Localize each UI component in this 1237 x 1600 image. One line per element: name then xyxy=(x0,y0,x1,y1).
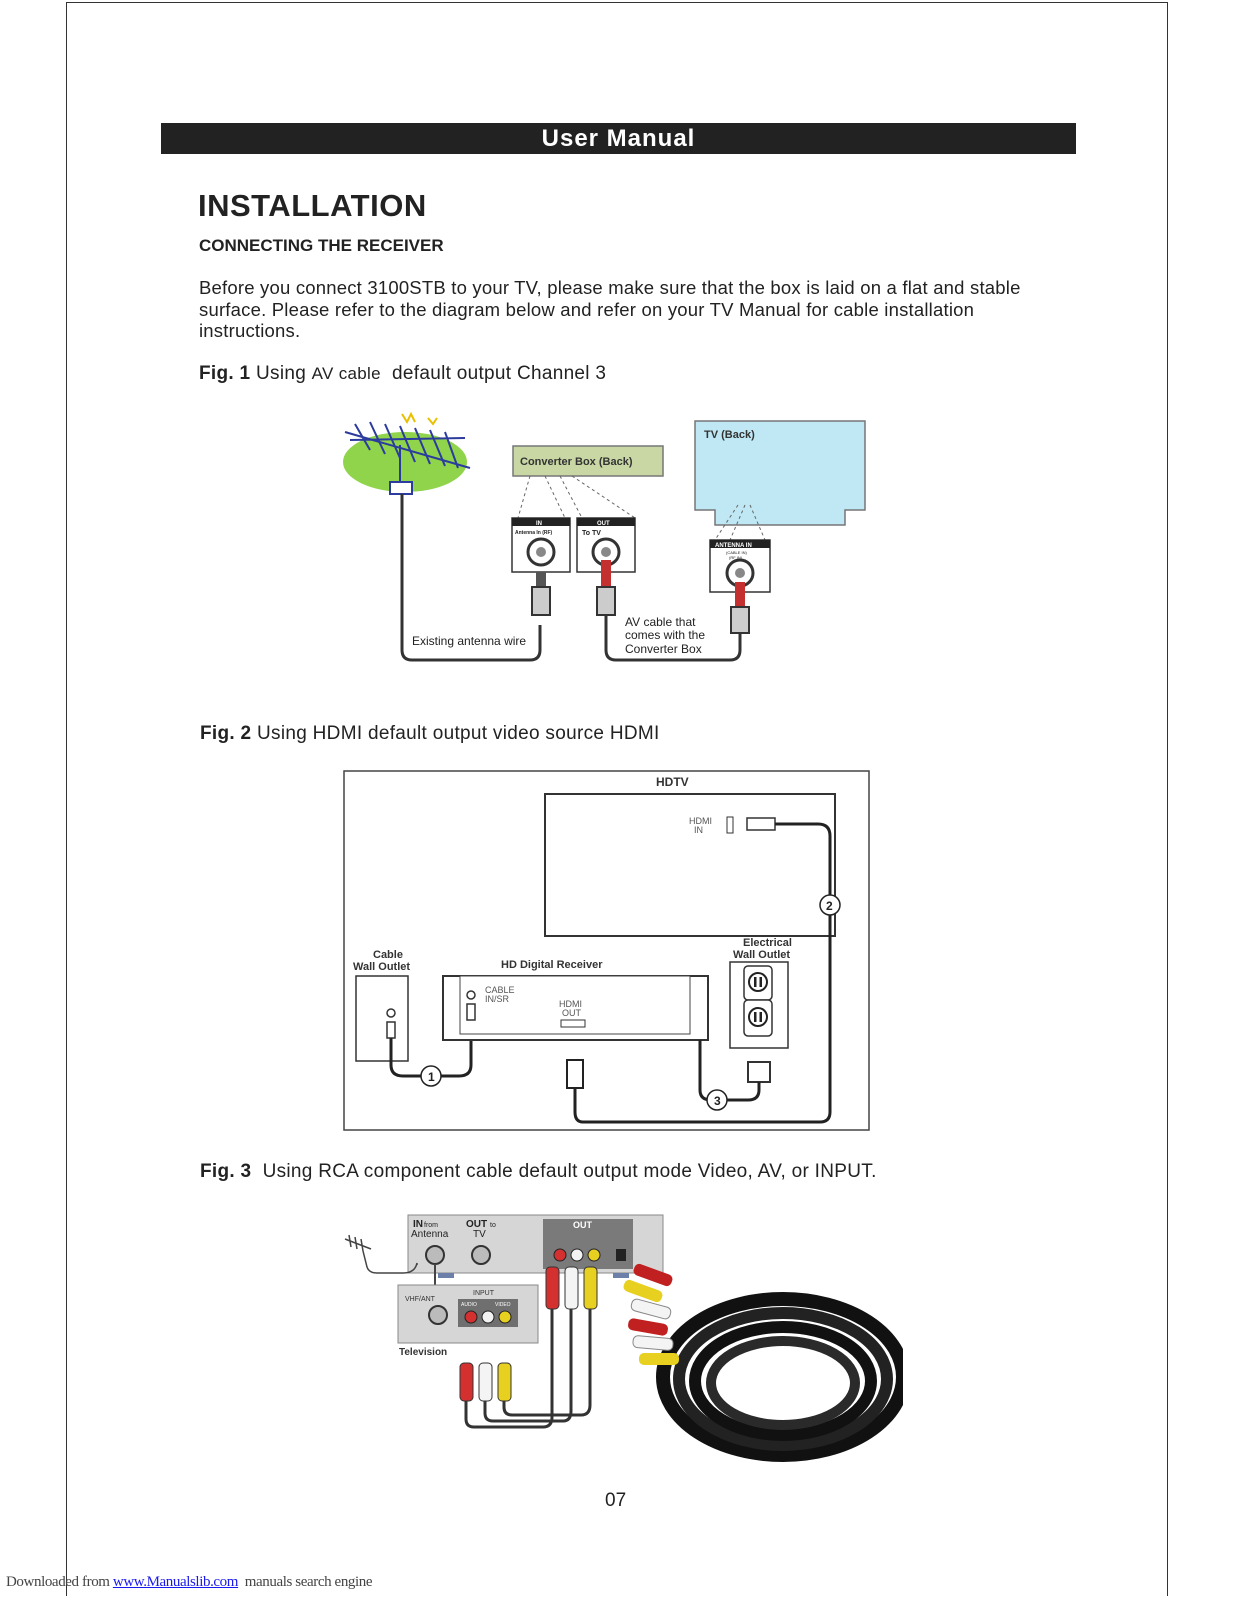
page-number: 07 xyxy=(605,1490,627,1511)
television: VHF/ANT INPUT AUDIO VIDEO Television xyxy=(397,1284,539,1358)
out-to-line2: TV xyxy=(473,1229,486,1240)
section-title: INSTALLATION xyxy=(198,188,427,223)
av-cable-line3: Converter Box xyxy=(625,642,702,656)
out-sub: To TV xyxy=(582,530,601,537)
in-label: IN xyxy=(536,521,542,527)
antenna-wire-label: Existing antenna wire xyxy=(412,634,526,648)
fig1-caption-pre: Using xyxy=(256,363,312,384)
television-label: Television xyxy=(399,1347,447,1358)
electrical-line2: Wall Outlet xyxy=(733,949,790,961)
fig1-label: Fig. 1 xyxy=(199,363,251,384)
subsection-title: CONNECTING THE RECEIVER xyxy=(199,236,444,255)
cable-in-line2: IN/SR xyxy=(485,994,510,1004)
in-sub: Antenna In (RF) xyxy=(515,530,553,536)
fig3-caption-text: Using RCA component cable default output… xyxy=(251,1161,877,1182)
input-label: INPUT xyxy=(473,1290,495,1297)
vhf-label: VHF/ANT xyxy=(405,1296,436,1303)
fig2-caption: Fig. 2 Using HDMI default output video s… xyxy=(200,723,660,745)
hdmi-in-line1: HDMI xyxy=(689,816,712,826)
fig3-label: Fig. 3 xyxy=(200,1161,252,1182)
cable-outlet-line1: Cable xyxy=(373,949,403,961)
hdmi-out-line2: OUT xyxy=(562,1008,582,1018)
rca-plugs-top xyxy=(545,1266,598,1310)
fig3-diagram: IN from Antenna OUT to TV OUT VHF/ANT IN… xyxy=(344,1214,903,1462)
intro-paragraph: Before you connect 3100STB to your TV, p… xyxy=(199,277,1021,341)
antenna-in-label: ANTENNA IN xyxy=(715,543,752,549)
rca-cable-coil xyxy=(623,1263,903,1462)
antenna-in-sub2: (RF IN) xyxy=(729,555,743,560)
audio-label: AUDIO xyxy=(461,1302,477,1308)
rca-plugs-bottom xyxy=(459,1362,512,1402)
converter-label: Converter Box (Back) xyxy=(520,456,633,468)
video-label: VIDEO xyxy=(495,1302,511,1308)
fig2-caption-text: Using HDMI default output video source H… xyxy=(251,723,660,744)
step3-badge xyxy=(706,1089,728,1111)
av-cable-line1: AV cable that xyxy=(625,615,696,629)
av-cable-line2: comes with the xyxy=(625,628,705,642)
small-antenna-icon xyxy=(344,1234,418,1274)
tv-back: TV (Back) ANTENNA IN (CABLE IN) (RF IN) xyxy=(694,420,866,634)
footer-link[interactable]: www.Manualslib.com xyxy=(112,1574,239,1590)
fig1-caption: Fig. 1 Using AV cable default output Cha… xyxy=(199,363,606,385)
fig2-label: Fig. 2 xyxy=(200,723,252,744)
in-from-small: from xyxy=(424,1222,438,1229)
fig1-caption-post: default output Channel 3 xyxy=(380,363,607,384)
tv-label: TV (Back) xyxy=(704,429,755,441)
footer-prefix: Downloaded from xyxy=(6,1574,113,1590)
footer: Downloaded from www.Manualslib.com manua… xyxy=(6,1574,373,1591)
step3-text: 3 xyxy=(714,1094,721,1108)
converter-box: Converter Box (Back) xyxy=(512,445,664,519)
cable-outlet-line2: Wall Outlet xyxy=(353,961,410,973)
footer-suffix: manuals search engine xyxy=(238,1574,373,1590)
fig3-caption: Fig. 3 Using RCA component cable default… xyxy=(200,1161,877,1183)
in-from-line2: Antenna xyxy=(411,1229,449,1240)
header-bar: User Manual xyxy=(161,123,1076,154)
step1-badge xyxy=(420,1065,442,1087)
step1-text: 1 xyxy=(428,1070,435,1084)
out-to-small: to xyxy=(490,1222,496,1229)
in-from-line1: IN xyxy=(413,1219,423,1230)
electrical-wall-outlet: Electrical Wall Outlet xyxy=(729,937,792,1083)
out-label: OUT xyxy=(597,521,610,527)
rca-out-label: OUT xyxy=(573,1220,593,1230)
step2-text: 2 xyxy=(826,899,833,913)
hdmi-out-line1: HDMI xyxy=(559,999,582,1009)
fig2-diagram: HDTV HDMI IN 2 Cable Wall Outlet 1 HD Di… xyxy=(343,770,870,1131)
antenna-icon xyxy=(343,411,471,495)
electrical-line1: Electrical xyxy=(743,937,792,949)
antenna-in-sub1: (CABLE IN) xyxy=(726,550,748,555)
fig1-diagram: Converter Box (Back) IN Antenna In (RF) … xyxy=(343,411,866,662)
hd-digital-receiver: HD Digital Receiver CABLE IN/SR HDMI OUT xyxy=(442,959,709,1089)
hdmi-in-line2: IN xyxy=(694,825,703,835)
out-to-line1: OUT xyxy=(466,1219,487,1230)
receiver-back: IN from Antenna OUT to TV OUT xyxy=(407,1214,664,1278)
in-port: IN Antenna In (RF) xyxy=(511,517,571,573)
fig1-caption-small: AV cable xyxy=(311,364,381,383)
cable-wall-outlet: Cable Wall Outlet xyxy=(353,949,410,1062)
cable-in-line1: CABLE xyxy=(485,985,515,995)
page-border xyxy=(66,2,1168,1596)
hdtv: HDTV HDMI IN xyxy=(544,775,836,937)
receiver-label: HD Digital Receiver xyxy=(501,959,603,971)
hdtv-label: HDTV xyxy=(656,775,689,789)
step2-badge xyxy=(819,894,841,916)
